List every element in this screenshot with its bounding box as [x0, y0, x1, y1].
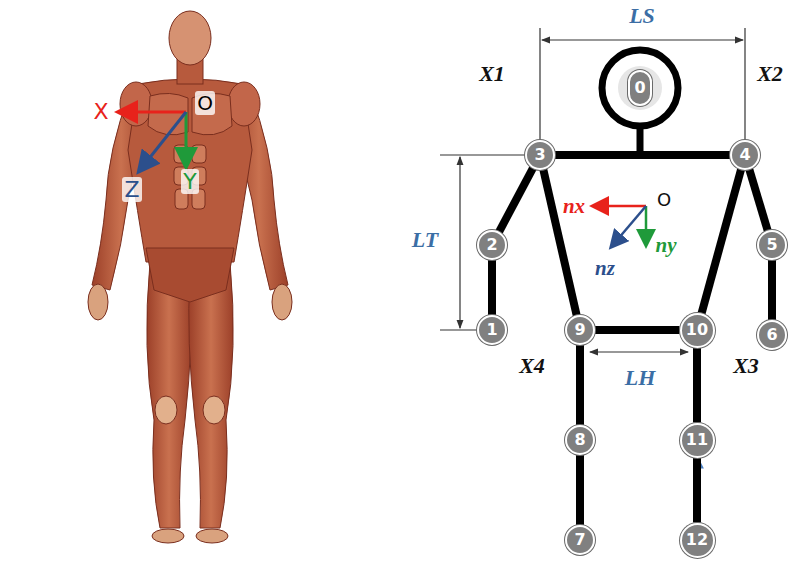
- label-text: X4: [519, 353, 545, 378]
- limb-segment: [543, 170, 576, 316]
- axis-label: X: [91, 101, 110, 123]
- label-text: Y: [181, 169, 198, 194]
- label-text: X1: [479, 61, 505, 86]
- joint-circle: 6: [757, 320, 787, 350]
- joint-circle: 3: [525, 140, 555, 170]
- axis-label: X2: [757, 63, 783, 85]
- label-text: O: [195, 91, 215, 115]
- limb-segment: [488, 260, 496, 315]
- axis-label: X1: [479, 63, 505, 85]
- joint-number: 9: [574, 322, 585, 338]
- limb-segment: [576, 345, 584, 425]
- label-text: Z: [122, 177, 141, 202]
- joint-number: 10: [686, 322, 708, 338]
- label-text: LS: [629, 3, 655, 28]
- joint-circle: 8: [565, 425, 595, 455]
- joint-circle: 1: [477, 315, 507, 345]
- joint-number: 1: [486, 322, 497, 338]
- limb-segment: [555, 151, 730, 159]
- joint-number: 7: [574, 532, 585, 548]
- joint-circle: 9: [565, 315, 595, 345]
- limb-segment: [595, 326, 680, 334]
- joint-number: 2: [486, 237, 497, 253]
- label-text: X3: [733, 353, 759, 378]
- joint-number: 0: [634, 80, 645, 96]
- joint-circle: 5: [757, 230, 787, 260]
- axis-label: LS: [629, 5, 655, 27]
- joint-number: 5: [766, 237, 777, 253]
- label-text: LT: [412, 227, 438, 252]
- label-text: O: [657, 189, 671, 210]
- label-text: ny: [656, 233, 677, 257]
- joint-circle: 10: [680, 313, 715, 348]
- label-text: X: [91, 99, 110, 124]
- body-frame-axes: [594, 206, 646, 246]
- axis-label: nx: [563, 196, 585, 217]
- joint-number: 11: [686, 432, 708, 448]
- label-text: LH: [625, 365, 656, 390]
- axis-label: O: [657, 191, 671, 209]
- limb-segment: [768, 260, 776, 320]
- joint-circle: 7: [565, 525, 595, 555]
- limb-segment: [499, 168, 533, 232]
- joint-number: 6: [766, 327, 777, 343]
- limb-segment: [576, 455, 584, 525]
- axis-label: Y: [181, 171, 198, 193]
- joint-number: 4: [739, 147, 750, 163]
- head-symbol: [602, 50, 678, 155]
- axis-label: LH: [625, 367, 656, 389]
- joint-circle: 11: [680, 423, 715, 458]
- dimension-lines: [440, 28, 745, 352]
- limb-segment: [693, 458, 701, 523]
- joint-number: 8: [574, 432, 585, 448]
- limb-segment: [693, 348, 701, 423]
- axis-label: nz: [595, 258, 615, 279]
- label-text: nz: [595, 256, 615, 280]
- joint-circle: 12: [680, 523, 715, 558]
- axis-label: Z: [122, 179, 141, 201]
- limb-segment: [749, 169, 767, 230]
- axis-label: LT: [412, 229, 438, 251]
- axis-label: O: [195, 93, 215, 113]
- axis-label: X4: [519, 355, 545, 377]
- axis-label: ny: [656, 235, 677, 256]
- joint-number: 3: [534, 147, 545, 163]
- joint-circle: 0: [628, 70, 652, 106]
- joint-number: 12: [686, 532, 708, 548]
- label-text: nx: [563, 194, 585, 218]
- limb-segment: [702, 169, 741, 313]
- anatomy-figure: [88, 11, 292, 543]
- body-axes: [120, 112, 186, 170]
- joint-circle: 4: [730, 140, 760, 170]
- axis-label: X3: [733, 355, 759, 377]
- label-text: X2: [757, 61, 783, 86]
- joint-circle: 2: [477, 230, 507, 260]
